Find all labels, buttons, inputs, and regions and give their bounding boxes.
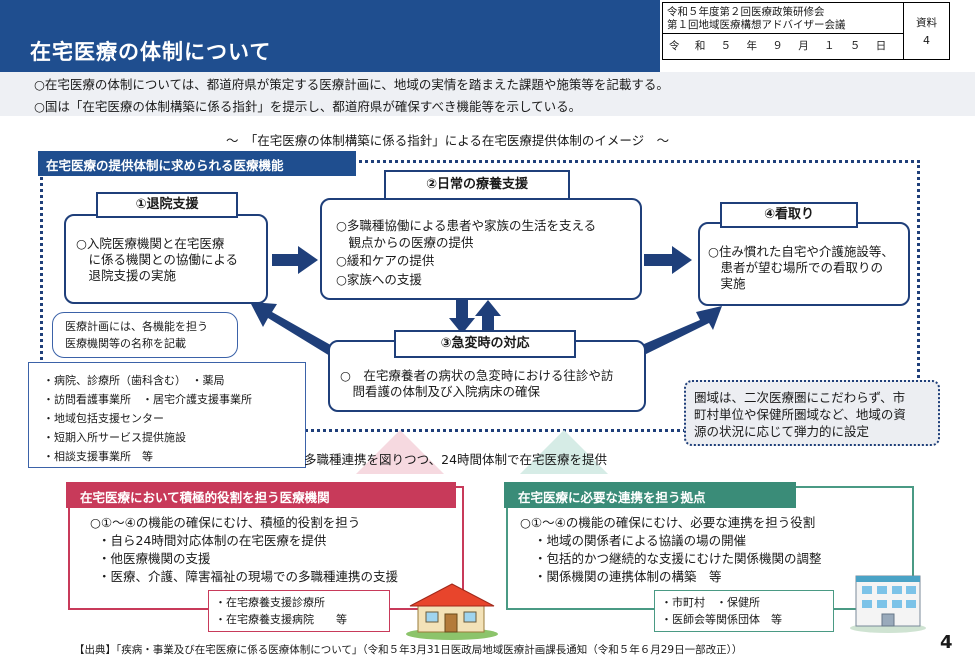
institution-item: ・短期入所サービス提供施設 bbox=[43, 431, 186, 444]
page-number: 4 bbox=[940, 632, 953, 653]
hub-text: ○①～④の機能の確保にむけ、必要な連携を担う役割 ・地域の関係者による協議の場の… bbox=[520, 514, 822, 586]
daily-care-line-1: ○多職種協働による患者や家族の生活を支える bbox=[336, 218, 597, 233]
intro-line-1: ○在宅医療の体制については、都道府県が策定する医療計画に、地域の実情を踏まえた課… bbox=[34, 77, 669, 92]
institution-item: ・病院、診療所（歯科含む） ・薬局 bbox=[43, 374, 225, 387]
document-number-box: 資料 4 bbox=[904, 2, 950, 60]
teal-gradient-triangle bbox=[520, 430, 608, 474]
active-role-line: ・医療、介護、障害福祉の現場での多職種連携の支援 bbox=[98, 569, 399, 584]
institution-item: ・地域包括支援センター bbox=[43, 412, 164, 425]
emergency-title: ③急変時の対応 bbox=[394, 330, 576, 358]
meeting-info-box: 令和５年度第２回医療政策研修会 第１回地域医療構想アドバイザー会議 令 和 ５ … bbox=[662, 2, 904, 60]
emergency-text: ○ 在宅療養者の病状の急変時における往診や訪 問看護の体制及び入院病床の確保 bbox=[340, 368, 613, 400]
daily-care-line-4: ○家族への支援 bbox=[336, 272, 422, 287]
end-of-life-line-3: 実施 bbox=[708, 276, 746, 291]
intro-background bbox=[0, 72, 975, 116]
function-discharge-support: ○入院医療機関と在宅医療 に係る機関との協働による 退院支援の実施 bbox=[64, 214, 268, 304]
active-role-examples: ・在宅療養支援診療所 ・在宅療養支援病院 等 bbox=[208, 590, 390, 632]
active-role-line: ・自ら24時間対応体制の在宅医療を提供 bbox=[98, 533, 327, 548]
area-note-line-3: 源の状況に応じて弾力的に設定 bbox=[694, 424, 870, 439]
discharge-line-2: に係る機関との協働による bbox=[76, 252, 239, 267]
arrow-f3-to-f1 bbox=[250, 302, 336, 356]
daily-care-line-3: ○緩和ケアの提供 bbox=[336, 253, 435, 268]
arrow-f3-to-f2 bbox=[475, 300, 501, 334]
facility-illustration bbox=[850, 575, 926, 633]
diagram-subtitle: ～ 「在宅医療の体制構築に係る指針」による在宅医療提供体制のイメージ ～ bbox=[226, 133, 670, 148]
hub-example-item: ・医師会等関係団体 等 bbox=[661, 613, 782, 626]
meeting-name-line2: 第１回地域医療構想アドバイザー会議 bbox=[667, 19, 846, 31]
hub-line: ・包括的かつ継続的な支援にむけた関係機関の調整 bbox=[534, 551, 822, 566]
active-example-item: ・在宅療養支援診療所 bbox=[215, 596, 325, 609]
active-role-line: ○①～④の機能の確保にむけ、積極的役割を担う bbox=[90, 515, 361, 530]
meeting-name-line1: 令和５年度第２回医療政策研修会 bbox=[667, 6, 825, 18]
function-end-of-life: ○住み慣れた自宅や介護施設等、 患者が望む場所での看取りの 実施 bbox=[698, 222, 910, 306]
hub-examples: ・市町村 ・保健所 ・医師会等関係団体 等 bbox=[654, 590, 834, 632]
active-role-line: ・他医療機関の支援 bbox=[98, 551, 211, 566]
function-daily-care: ○多職種協働による患者や家族の生活を支える 観点からの医療の提供 ○緩和ケアの提… bbox=[320, 198, 642, 300]
area-note-text: 圏域は、二次医療圏にこだわらず、市 町村単位や保健所圏域など、地域の資 源の状況… bbox=[694, 389, 906, 440]
institutions-items: ・病院、診療所（歯科含む） ・薬局 ・訪問看護事業所 ・居宅介護支援事業所 ・地… bbox=[43, 371, 252, 466]
header-bar bbox=[0, 0, 660, 72]
arrow-f2-to-f3 bbox=[449, 300, 475, 334]
active-example-item: ・在宅療養支援病院 等 bbox=[215, 613, 347, 626]
plan-note-line-1: 医療計画には、各機能を担う bbox=[65, 320, 208, 333]
hub-line: ・関係機関の連携体制の構築 等 bbox=[534, 569, 722, 584]
meeting-date: 令 和 ５ 年 ９ 月 １ ５ 日 bbox=[663, 33, 903, 59]
end-of-life-line-2: 患者が望む場所での看取りの bbox=[708, 260, 884, 275]
hub-line: ・地域の関係者による協議の場の開催 bbox=[534, 533, 747, 548]
institutions-list: ・病院、診療所（歯科含む） ・薬局 ・訪問看護事業所 ・居宅介護支援事業所 ・地… bbox=[28, 362, 306, 468]
functions-frame bbox=[40, 160, 920, 432]
daily-care-line-2: 観点からの医療の提供 bbox=[336, 235, 474, 250]
hub-label: 在宅医療に必要な連携を担う拠点 bbox=[504, 482, 796, 508]
active-role-text: ○①～④の機能の確保にむけ、積極的役割を担う ・自ら24時間対応体制の在宅医療を… bbox=[90, 514, 398, 586]
intro-line-2: ○国は「在宅医療の体制構築に係る指針」を提示し、都道府県が確保すべき機能等を示し… bbox=[34, 99, 582, 114]
document-number: 4 bbox=[923, 34, 930, 47]
discharge-support-title: ①退院支援 bbox=[96, 192, 238, 218]
plan-note: 医療計画には、各機能を担う 医療機関等の名称を記載 bbox=[52, 312, 238, 358]
page-title: 在宅医療の体制について bbox=[30, 40, 272, 64]
institution-item: ・相談支援事業所 等 bbox=[43, 450, 153, 463]
area-note: 圏域は、二次医療圏にこだわらず、市 町村単位や保健所圏域など、地域の資 源の状況… bbox=[684, 380, 940, 446]
end-of-life-line-1: ○住み慣れた自宅や介護施設等、 bbox=[708, 244, 894, 259]
area-note-line-1: 圏域は、二次医療圏にこだわらず、市 bbox=[694, 390, 906, 405]
collaboration-text: 多職種連携を図りつつ、24時間体制で在宅医療を提供 bbox=[304, 452, 608, 467]
source-citation: 【出典】「疾病・事業及び在宅医療に係る医療体制について」（令和５年3月31日医政… bbox=[74, 644, 743, 656]
daily-care-text: ○多職種協働による患者や家族の生活を支える 観点からの医療の提供 ○緩和ケアの提… bbox=[336, 216, 596, 289]
hub-example-item: ・市町村 ・保健所 bbox=[661, 596, 760, 609]
emergency-line-1: ○ 在宅療養者の病状の急変時における往診や訪 bbox=[340, 368, 614, 383]
active-role-label: 在宅医療において積極的役割を担う医療機関 bbox=[66, 482, 456, 508]
arrow-f1-to-f2 bbox=[272, 246, 318, 274]
clinic-illustration bbox=[406, 583, 498, 640]
daily-care-title: ②日常の療養支援 bbox=[384, 170, 570, 200]
end-of-life-text: ○住み慣れた自宅や介護施設等、 患者が望む場所での看取りの 実施 bbox=[708, 244, 894, 292]
discharge-line-1: ○入院医療機関と在宅医療 bbox=[76, 236, 225, 251]
institution-item: ・訪問看護事業所 ・居宅介護支援事業所 bbox=[43, 393, 252, 406]
functions-label: 在宅医療の提供体制に求められる医療機能 bbox=[38, 151, 356, 176]
plan-note-line-2: 医療機関等の名称を記載 bbox=[65, 337, 186, 350]
hub-line: ○①～④の機能の確保にむけ、必要な連携を担う役割 bbox=[520, 515, 816, 530]
emergency-line-2: 問看護の体制及び入院病床の確保 bbox=[340, 384, 541, 399]
end-of-life-title: ④看取り bbox=[720, 202, 858, 228]
discharge-line-3: 退院支援の実施 bbox=[76, 268, 177, 283]
pink-gradient-triangle bbox=[356, 430, 444, 474]
discharge-support-text: ○入院医療機関と在宅医療 に係る機関との協働による 退院支援の実施 bbox=[76, 236, 238, 284]
arrow-f2-to-f4 bbox=[644, 246, 692, 274]
document-label: 資料 bbox=[916, 17, 937, 29]
area-note-line-2: 町村単位や保健所圏域など、地域の資 bbox=[694, 407, 906, 422]
arrow-f3-to-f4 bbox=[630, 306, 722, 358]
